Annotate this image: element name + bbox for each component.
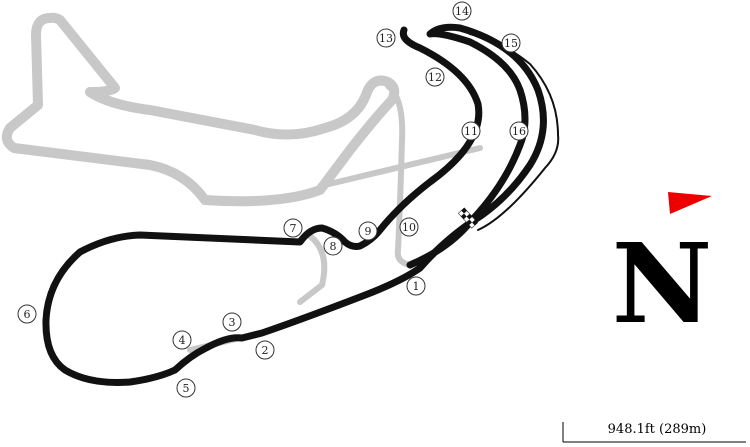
turn-marker-8: 8 xyxy=(323,236,343,256)
turn-marker-circle xyxy=(501,33,521,53)
turn-marker-circle xyxy=(399,217,419,237)
turn-marker-4: 4 xyxy=(172,330,192,350)
main-circuit-outline xyxy=(42,23,547,386)
turn-marker-label: 14 xyxy=(455,5,469,18)
main-circuit xyxy=(42,23,560,386)
start-finish-line xyxy=(457,207,479,229)
grey-track-link-a xyxy=(385,83,413,268)
turn-marker-6: 6 xyxy=(17,304,37,324)
turn-marker-circle xyxy=(255,340,275,360)
turn-marker-circle xyxy=(222,312,242,332)
turn-marker-label: 16 xyxy=(512,125,526,138)
turn-marker-label: 6 xyxy=(24,308,31,321)
turn-marker-3: 3 xyxy=(222,312,242,332)
north-label: N xyxy=(612,219,713,348)
turn-marker-13: 13 xyxy=(376,28,396,48)
north-indicator: N xyxy=(612,192,713,348)
unused-track-layout xyxy=(1,12,483,353)
turn-marker-label: 9 xyxy=(365,225,372,238)
scale-bar: 948.1ft (289m) xyxy=(562,422,746,443)
turn-marker-circle xyxy=(376,28,396,48)
turn-marker-label: 5 xyxy=(183,382,190,395)
turn-marker-circle xyxy=(406,276,426,296)
turn-marker-label: 15 xyxy=(504,37,518,50)
turn-marker-circle xyxy=(176,378,196,398)
turn-marker-label: 4 xyxy=(179,334,186,347)
turn-marker-label: 7 xyxy=(290,222,297,235)
turn-marker-circle xyxy=(425,67,445,87)
turn-marker-circle xyxy=(461,121,481,141)
turn-marker-circle xyxy=(452,1,472,21)
turn-marker-label: 11 xyxy=(464,125,478,138)
turn-marker-7: 7 xyxy=(283,218,303,238)
scale-label: 948.1ft (289m) xyxy=(608,422,707,437)
turn-marker-9: 9 xyxy=(358,221,378,241)
turn-marker-label: 13 xyxy=(379,32,393,45)
turn-marker-label: 8 xyxy=(330,240,337,253)
turn-marker-circle xyxy=(283,218,303,238)
north-pointer-icon xyxy=(668,192,712,214)
turn-marker-label: 2 xyxy=(262,344,269,357)
turn-marker-circle xyxy=(358,221,378,241)
turn-marker-1: 1 xyxy=(406,276,426,296)
turn-marker-10: 10 xyxy=(399,217,419,237)
turn-marker-label: 3 xyxy=(229,316,236,329)
turn-marker-11: 11 xyxy=(461,121,481,141)
grey-track-link-b xyxy=(297,233,328,305)
turn-marker-label: 10 xyxy=(402,221,416,234)
turn-marker-circle xyxy=(17,304,37,324)
turn-marker-15: 15 xyxy=(501,33,521,53)
turn-marker-12: 12 xyxy=(425,67,445,87)
turn-marker-5: 5 xyxy=(176,378,196,398)
turn-marker-circle xyxy=(323,236,343,256)
turn-marker-label: 1 xyxy=(413,280,420,293)
turn-marker-circle xyxy=(509,121,529,141)
turn-marker-2: 2 xyxy=(255,340,275,360)
turn-marker-16: 16 xyxy=(509,121,529,141)
turn-marker-label: 12 xyxy=(428,71,442,84)
turn-marker-14: 14 xyxy=(452,1,472,21)
turn-marker-circle xyxy=(172,330,192,350)
grey-track-west-section xyxy=(1,12,400,207)
